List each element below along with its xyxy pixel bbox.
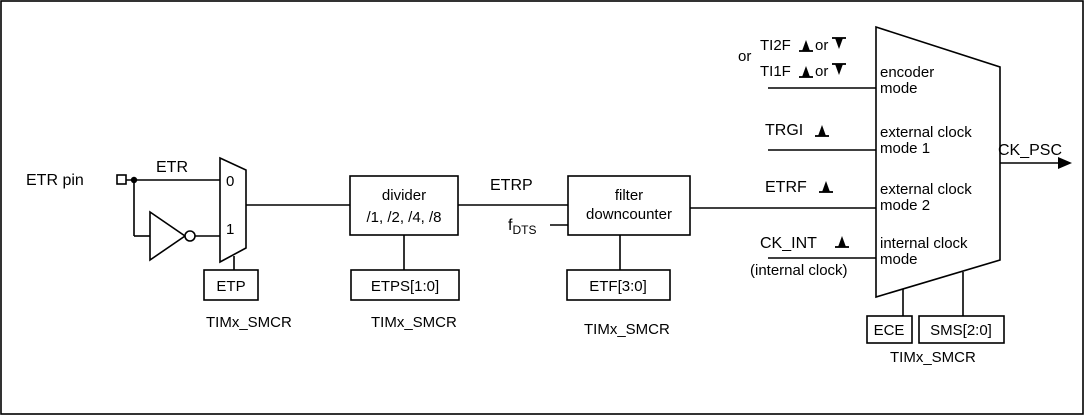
- ti1f-rising-edge-icon: [799, 66, 813, 77]
- selector-smcr-label: TIMx_SMCR: [890, 349, 976, 366]
- etr-label: ETR: [156, 159, 188, 176]
- enc-or-prefix: or: [738, 48, 751, 65]
- trgi-label: TRGI: [765, 122, 803, 139]
- etrp-label: ETRP: [490, 177, 533, 194]
- ext-clk-mode1-line2: mode 1: [880, 140, 930, 157]
- ti1f-falling-edge-icon: [832, 64, 846, 75]
- int-clk-mode-line2: mode: [880, 251, 918, 268]
- inverter-gate: [149, 210, 187, 262]
- ti2f-falling-edge-icon: [832, 38, 846, 49]
- trgi-rising-edge-icon: [815, 125, 829, 136]
- ext-clk-mode1-line1: external clock: [880, 124, 972, 141]
- int-clk-mode-line1: internal clock: [880, 235, 968, 252]
- encoder-mode-line2: mode: [880, 80, 918, 97]
- etf-register-label: ETF[3:0]: [589, 278, 647, 295]
- encoder-mode-line1: encoder: [880, 64, 934, 81]
- fdts-main: f: [508, 217, 513, 234]
- ck-int-label: CK_INT: [760, 235, 817, 252]
- etp-register-label: ETP: [216, 278, 245, 295]
- internal-clock-note: (internal clock): [750, 262, 848, 279]
- ti2f-label: TI2F: [760, 37, 791, 54]
- etf-register: [566, 269, 671, 301]
- etrf-rising-edge-icon: [819, 181, 833, 192]
- fdts-subscript: DTS: [512, 223, 536, 237]
- ece-register: [866, 315, 913, 344]
- etr-pin-label: ETR pin: [26, 172, 84, 189]
- divider-block: [349, 175, 459, 236]
- etp-smcr-label: TIMx_SMCR: [206, 314, 292, 331]
- inverter-bubble: [184, 230, 196, 242]
- mux-input-0: 0: [226, 173, 234, 190]
- polarity-mux: [219, 156, 247, 264]
- etps-register: [350, 269, 460, 301]
- etrf-label: ETRF: [765, 179, 807, 196]
- filter-subtitle: downcounter: [586, 206, 672, 223]
- divider-title: divider: [382, 187, 426, 204]
- ti1f-label: TI1F: [760, 63, 791, 80]
- etf-smcr-label: TIMx_SMCR: [584, 321, 670, 338]
- etr-pin-square: [116, 174, 127, 185]
- divider-ratios: /1, /2, /4, /8: [366, 209, 441, 226]
- filter-block: [567, 175, 691, 236]
- etps-smcr-label: TIMx_SMCR: [371, 314, 457, 331]
- sms-register: [918, 315, 1005, 344]
- ti2f-rising-edge-icon: [799, 40, 813, 51]
- filter-title: filter: [615, 187, 643, 204]
- fdts-label: fDTS: [508, 217, 536, 237]
- sms-register-label: SMS[2:0]: [930, 322, 992, 339]
- ti1f-or-label: or: [815, 63, 828, 80]
- ck-psc-arrow-icon: [1058, 157, 1072, 169]
- ext-clk-mode2-line1: external clock: [880, 181, 972, 198]
- etps-register-label: ETPS[1:0]: [371, 278, 439, 295]
- ck-psc-label: CK_PSC: [998, 142, 1062, 159]
- clock-mode-selector: [875, 25, 1001, 299]
- ti2f-or-label: or: [815, 37, 828, 54]
- ece-register-label: ECE: [874, 322, 905, 339]
- ck-int-rising-edge-icon: [835, 236, 849, 247]
- ext-clk-mode2-line2: mode 2: [880, 197, 930, 214]
- etp-register: [203, 269, 259, 301]
- mux-input-1: 1: [226, 221, 234, 238]
